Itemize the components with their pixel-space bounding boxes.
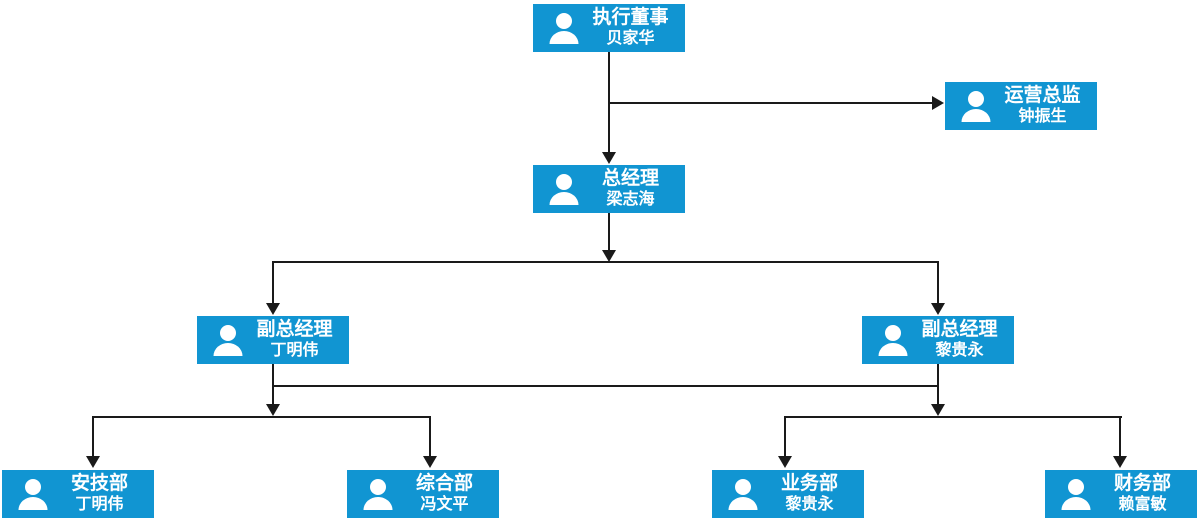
person-icon — [546, 171, 582, 207]
connector-gm-rail-arrowhead — [602, 250, 616, 262]
connector-rail-dep2-arrowhead — [931, 303, 945, 315]
connector-business-dept-arrowhead — [778, 456, 792, 468]
node-text: 安技部 丁明伟 — [51, 473, 154, 514]
node-title: 副总经理 — [921, 319, 998, 341]
person-icon — [546, 10, 582, 46]
person-icon — [360, 476, 396, 512]
node-name: 贝家华 — [606, 29, 655, 47]
connector-safety-dept-arrowhead — [86, 456, 100, 468]
node-text: 业务部 黎贵永 — [761, 473, 864, 514]
connector-rail-dep2-line — [937, 261, 939, 303]
connector-dep1-descender — [272, 364, 274, 404]
node-text: 运营总监 钟振生 — [994, 85, 1097, 126]
connector-safety-dept-line — [92, 416, 94, 456]
node-title: 安技部 — [70, 473, 128, 495]
org-node-deputy-gm-right[interactable]: 副总经理 黎贵永 — [862, 316, 1014, 364]
person-icon — [210, 322, 246, 358]
node-text: 副总经理 黎贵永 — [911, 319, 1014, 360]
node-name: 赖富敏 — [1118, 495, 1167, 513]
node-title: 业务部 — [780, 473, 838, 495]
connector-rail-dep1-line — [272, 261, 274, 303]
node-text: 财务部 赖富敏 — [1094, 473, 1197, 514]
node-title: 执行董事 — [592, 7, 669, 29]
connector-finance-dept-line — [1119, 416, 1121, 456]
node-text: 副总经理 丁明伟 — [246, 319, 349, 360]
node-name: 冯文平 — [420, 495, 469, 513]
node-title: 总经理 — [601, 168, 659, 190]
connector-exec-gm-arrowhead — [602, 152, 616, 164]
connector-dep1-descender-arrowhead — [266, 404, 280, 416]
org-node-executive-director[interactable]: 执行董事 贝家华 — [533, 4, 685, 52]
person-icon — [958, 88, 994, 124]
org-node-business-dept[interactable]: 业务部 黎贵永 — [712, 470, 864, 518]
connector-rail-dep1-arrowhead — [266, 303, 280, 315]
node-name: 丁明伟 — [270, 341, 319, 359]
person-icon — [15, 476, 51, 512]
org-node-finance-dept[interactable]: 财务部 赖富敏 — [1045, 470, 1197, 518]
org-node-deputy-gm-left[interactable]: 副总经理 丁明伟 — [197, 316, 349, 364]
connector-general-dept-arrowhead — [423, 456, 437, 468]
node-text: 总经理 梁志海 — [582, 168, 685, 209]
connector-exec-ops-line — [608, 102, 935, 104]
node-title: 综合部 — [415, 473, 473, 495]
org-node-safety-tech-dept[interactable]: 安技部 丁明伟 — [2, 470, 154, 518]
connector-right-dept-rail — [784, 416, 1122, 418]
node-name: 梁志海 — [606, 190, 655, 208]
node-title: 财务部 — [1113, 473, 1171, 495]
connector-finance-dept-arrowhead — [1113, 456, 1127, 468]
org-node-general-affairs-dept[interactable]: 综合部 冯文平 — [347, 470, 499, 518]
connector-deputies-cross-link — [273, 385, 938, 387]
org-node-general-manager[interactable]: 总经理 梁志海 — [533, 165, 685, 213]
person-icon — [1058, 476, 1094, 512]
node-text: 执行董事 贝家华 — [582, 7, 685, 48]
connector-dep2-descender-arrowhead — [931, 404, 945, 416]
node-name: 丁明伟 — [75, 495, 124, 513]
node-title: 副总经理 — [256, 319, 333, 341]
node-name: 黎贵永 — [935, 341, 984, 359]
person-icon — [875, 322, 911, 358]
connector-general-dept-line — [429, 416, 431, 456]
connector-exec-ops-arrowhead — [932, 96, 944, 110]
connector-gm-rail-line — [608, 213, 610, 251]
node-title: 运营总监 — [1004, 85, 1081, 107]
connector-left-dept-rail — [92, 416, 431, 418]
connector-dep2-descender — [937, 364, 939, 404]
connector-business-dept-line — [784, 416, 786, 456]
node-text: 综合部 冯文平 — [396, 473, 499, 514]
org-node-operations-director[interactable]: 运营总监 钟振生 — [945, 82, 1097, 130]
person-icon — [725, 476, 761, 512]
connector-deputies-rail — [272, 261, 939, 263]
node-name: 钟振生 — [1018, 107, 1067, 125]
node-name: 黎贵永 — [785, 495, 834, 513]
